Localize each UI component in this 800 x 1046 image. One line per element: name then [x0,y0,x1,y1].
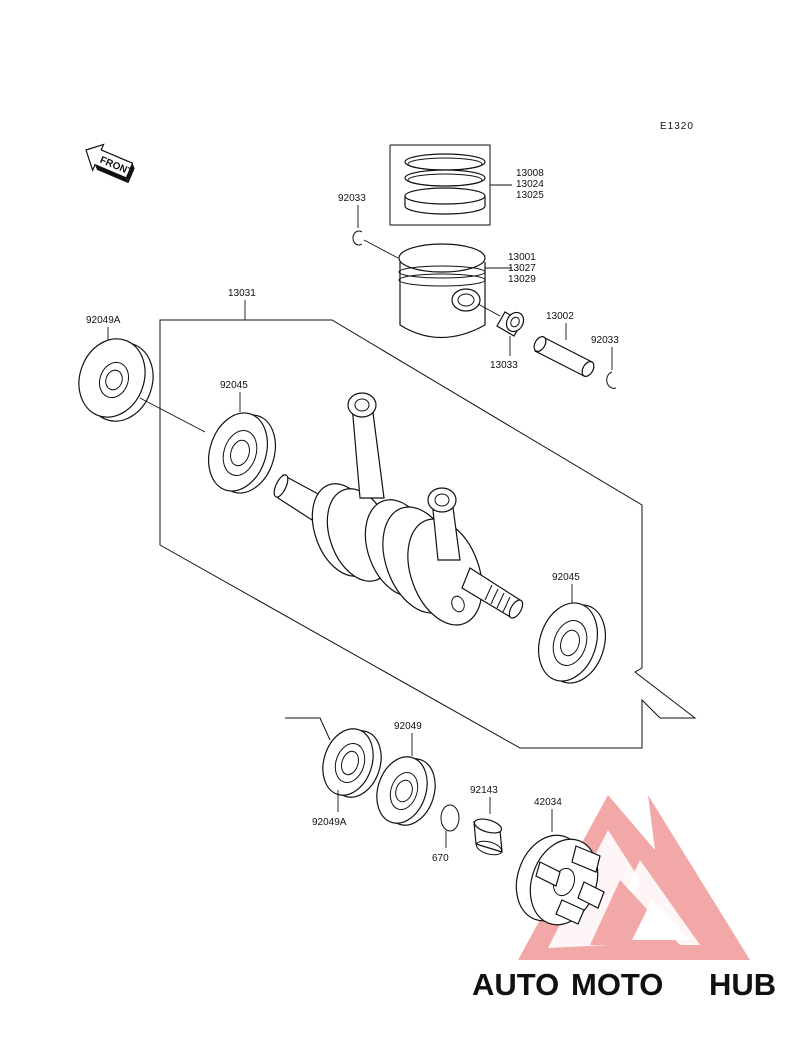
piston-pin: 13002 [533,311,595,377]
bearing-left: 92045 [208,380,276,494]
needle-bearing: 13033 [477,303,525,371]
circlip-left: 92033 [338,193,399,259]
label-piston-3: 13029 [508,274,536,285]
label-circlip-right: 92033 [591,335,619,346]
label-oil-seal-bottom: 92049A [312,817,347,828]
label-piston-1: 13001 [508,252,536,263]
label-bearing-right: 92045 [552,572,580,583]
front-arrow-icon: FRONT [85,143,135,184]
label-bearing-left: 92045 [220,380,248,391]
watermark-text: AUTO MOTO HUB [472,967,776,1002]
label-o-ring: 670 [432,853,449,864]
label-oil-seal-mid: 92049 [394,721,422,732]
piston-rings: 13008 13024 13025 [389,144,544,226]
label-rings-3: 13025 [516,190,544,201]
label-circlip-left: 92033 [338,193,366,204]
oil-seal-bottom: 92049A [312,728,382,828]
watermark-part3: HUB [709,967,776,1002]
label-crankshaft-assy: 13031 [228,288,256,299]
watermark-part1: AUTO [472,967,559,1002]
label-oil-seal-top: 92049A [86,315,121,326]
diagram-code: E1320 [660,121,694,132]
label-coupling: 42034 [534,797,562,808]
bearing-right: 92045 [538,572,606,684]
lower-lead-line [285,717,331,741]
label-collar: 92143 [470,785,498,796]
oil-seal-mid: 92049 [376,721,436,826]
label-needle-bearing: 13033 [490,360,518,371]
label-piston-2: 13027 [508,263,536,274]
label-piston-pin: 13002 [546,311,574,322]
piston: 13001 13027 13029 [398,243,536,339]
crankshaft-assembly-bracket: 13031 [159,288,697,749]
collar: 92143 [470,785,503,856]
oil-seal-top: 92049A [78,315,206,433]
crankshaft [273,392,524,626]
watermark-part2: MOTO [571,967,663,1002]
circlip-right: 92033 [591,335,619,389]
coupling: 42034 [515,797,605,926]
label-rings-2: 13024 [516,179,544,190]
o-ring: 670 [432,804,460,864]
label-rings-1: 13008 [516,168,544,179]
